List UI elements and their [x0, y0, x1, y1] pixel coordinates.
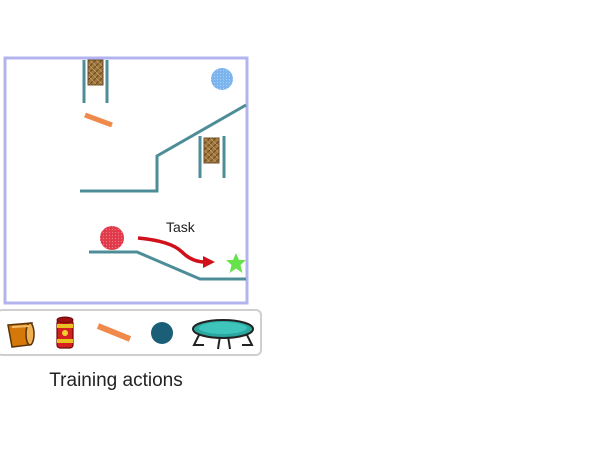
goal-star — [226, 253, 246, 273]
cannon-icon[interactable] — [46, 311, 84, 356]
task-label: Task — [166, 219, 195, 235]
task-arrow — [137, 236, 215, 268]
staircase-wall — [80, 103, 247, 193]
blue-ball[interactable] — [211, 68, 233, 90]
training-actions-label: Training actions — [49, 370, 183, 391]
ramp-floor — [89, 250, 246, 281]
crate-right[interactable] — [198, 136, 226, 178]
red-ball[interactable] — [100, 226, 124, 250]
ball-icon[interactable] — [145, 311, 179, 356]
bucket-icon[interactable] — [2, 311, 40, 356]
trampoline-icon[interactable] — [190, 311, 256, 356]
training-actions-toolbar — [0, 309, 262, 356]
play-area-border — [3, 56, 249, 305]
bar-icon[interactable] — [92, 311, 136, 356]
crate-top[interactable] — [82, 59, 109, 103]
orange-bar[interactable] — [84, 112, 113, 128]
